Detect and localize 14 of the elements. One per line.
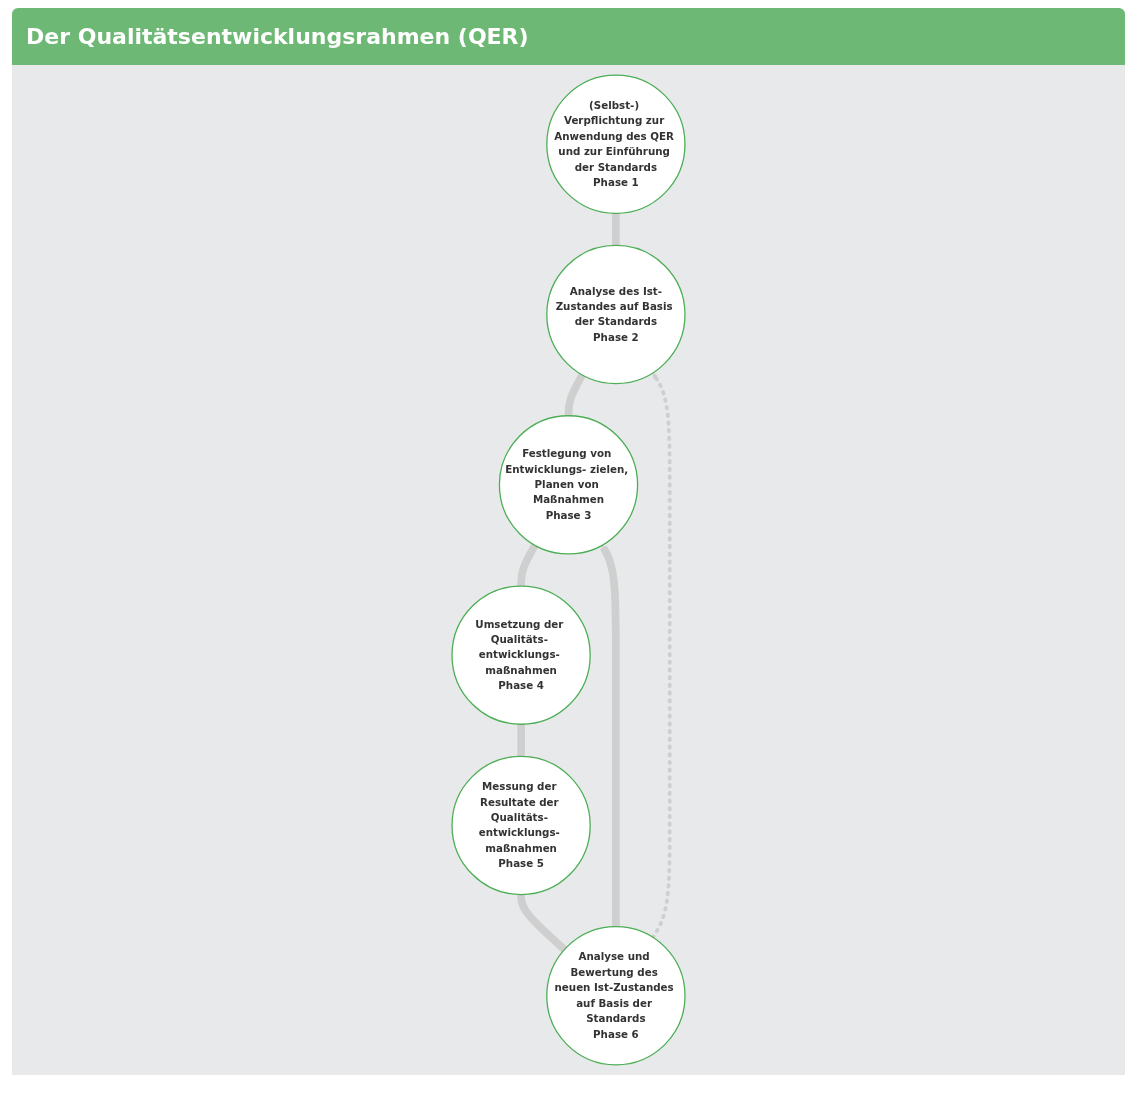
title-bar: Der Qualitätsentwicklungsrahmen (QER) [12,8,1125,65]
arrow [650,372,672,940]
connector [564,373,586,417]
node-circle: (Selbst-) Verpflichtung zur Anwendung des QER und zur Einführung der Standards Phase 1 [546,74,686,214]
node-circle: Festlegung von Entwicklungs- zielen, Planen von Maßnahmen Phase 3 [498,415,639,555]
arrow [600,544,620,928]
node-circle: Messung der Resultate der Qualitäts- entwicklungs- maßnahmen Phase 5 [451,755,591,896]
node-circle: Analyse und Bewertung des neuen Ist-Zustandes auf Basis der Standards Phase 6 [546,926,686,1066]
connector [517,723,525,758]
connector [517,543,539,588]
connector [517,893,568,953]
node-circle: Umsetzung der Qualitäts- entwicklungs- maßnahmen Phase 4 [451,585,591,725]
node-circle: Analyse des Ist-Zustandes auf Basis der Standards Phase 2 [546,244,686,385]
connector [612,212,620,247]
